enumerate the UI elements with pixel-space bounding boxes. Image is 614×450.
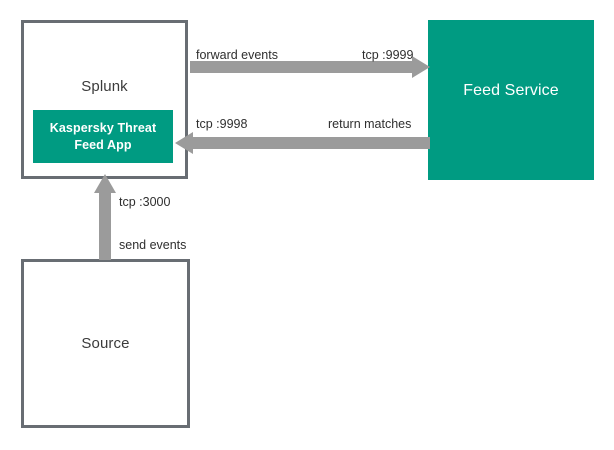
node-kaspersky-label-line2: Feed App [74,138,132,152]
edge-forward-events-arrow [190,56,430,78]
node-source-label: Source [81,335,130,352]
edge-label-tcp-9998: tcp :9998 [196,117,248,131]
node-kaspersky-threat-feed-app: Kaspersky Threat Feed App [33,110,173,163]
node-source: Source [21,259,190,428]
edge-label-tcp-9999: tcp :9999 [362,48,414,62]
node-splunk-label: Splunk [81,78,128,95]
node-feed-service-label: Feed Service [463,82,559,99]
edge-label-forward-events: forward events [196,48,278,62]
edge-send-events-arrow [94,174,116,260]
edge-label-return-matches: return matches [328,117,412,131]
node-feed-service: Feed Service [428,20,594,180]
edge-label-tcp-3000: tcp :3000 [119,195,171,209]
edge-return-matches-arrow [175,132,430,154]
node-kaspersky-label: Kaspersky Threat Feed App [33,120,173,154]
edge-label-send-events: send events [119,238,187,252]
node-kaspersky-label-line1: Kaspersky Threat [49,121,157,135]
